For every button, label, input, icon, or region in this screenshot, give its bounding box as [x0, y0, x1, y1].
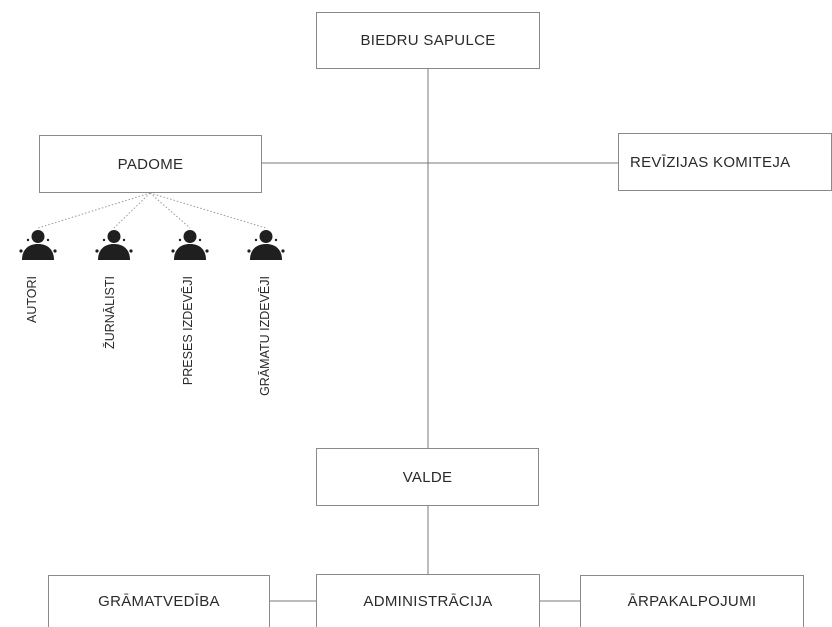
biedru-sapulce-box: BIEDRU SAPULCE	[316, 12, 540, 69]
member-label-zurnalisti: ŽURNĀLISTI	[103, 276, 117, 349]
padome-zurnalisti-line	[113, 192, 151, 229]
administracija-box: ADMINISTRĀCIJA	[316, 574, 540, 627]
padome-autori-line	[37, 192, 151, 229]
gramatvediba-label: GRĀMATVEDĪBA	[98, 593, 220, 610]
person-icon	[19, 230, 57, 260]
padome-gramatu-line	[149, 192, 267, 229]
arpakalpojumi-box: ĀRPAKALPOJUMI	[580, 575, 804, 627]
revizijas-komiteja-label: REVĪZIJAS KOMITEJA	[630, 153, 791, 171]
member-label-preses-izdeveji: PRESES IZDEVĒJI	[181, 276, 195, 386]
padome-label: PADOME	[117, 155, 184, 173]
person-icon	[171, 230, 209, 260]
member-label-autori: AUTORI	[25, 276, 39, 323]
gramatvediba-box: GRĀMATVEDĪBA	[48, 575, 270, 627]
administracija-label: ADMINISTRĀCIJA	[363, 592, 493, 610]
padome-preses-line	[149, 192, 191, 229]
arpakalpojumi-label: ĀRPAKALPOJUMI	[627, 593, 757, 610]
person-icon	[247, 230, 285, 260]
padome-box: PADOME	[39, 135, 262, 193]
valde-label: VALDE	[402, 468, 453, 486]
valde-box: VALDE	[316, 448, 539, 506]
member-label-gramatu-izdeveji: GRĀMATU IZDEVĒJI	[258, 276, 272, 396]
person-icon	[95, 230, 133, 260]
revizijas-komiteja-box: REVĪZIJAS KOMITEJA	[618, 133, 832, 191]
biedru-sapulce-label: BIEDRU SAPULCE	[360, 32, 496, 49]
